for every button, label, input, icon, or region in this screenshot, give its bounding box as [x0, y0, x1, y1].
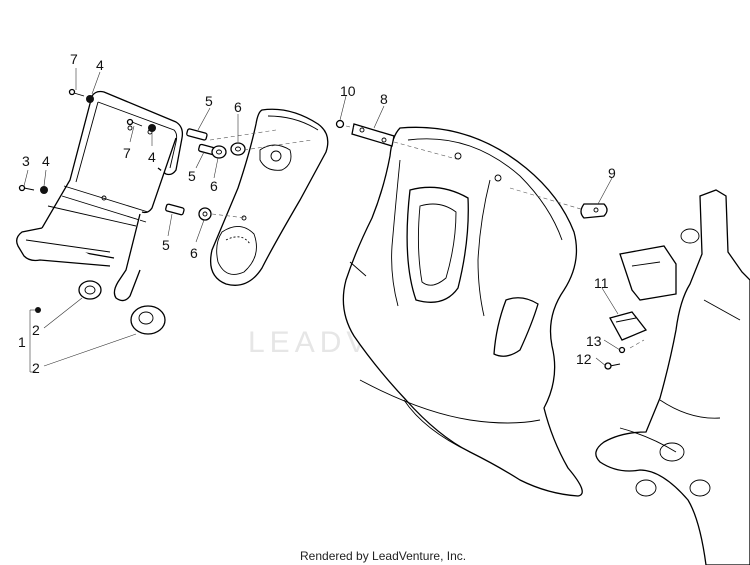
callout-9: 9 — [608, 165, 616, 181]
bracket-11[interactable] — [609, 311, 648, 341]
washer-6-a[interactable] — [230, 142, 246, 156]
callout-11: 11 — [594, 275, 609, 291]
callout-10: 10 — [340, 83, 356, 99]
screw-7-mid[interactable] — [126, 118, 143, 127]
callout-7: 7 — [123, 145, 131, 161]
screw-7-top[interactable] — [68, 88, 85, 97]
bolt-5-c[interactable] — [165, 203, 185, 216]
kit-marker-icon — [35, 307, 41, 313]
callout-4: 4 — [148, 149, 156, 165]
nut-10[interactable] — [335, 119, 345, 129]
assembly-guide-lines — [209, 125, 645, 349]
callout-13: 13 — [586, 333, 602, 349]
screw-3[interactable] — [18, 184, 35, 192]
clip-9[interactable] — [580, 203, 608, 219]
washer-6-b[interactable] — [211, 145, 227, 159]
callout-5: 5 — [188, 168, 196, 184]
callout-6: 6 — [210, 178, 218, 194]
callout-7: 7 — [70, 51, 78, 67]
scooter-frame[interactable] — [595, 189, 750, 565]
callout-4: 4 — [96, 57, 104, 73]
callout-5: 5 — [162, 237, 170, 253]
front-leg-shield[interactable] — [342, 126, 583, 497]
callout-1: 1 — [18, 334, 26, 350]
nut-4-mid[interactable] — [148, 124, 156, 132]
bolt-5-a[interactable] — [186, 128, 208, 141]
callout-6: 6 — [234, 99, 242, 115]
callout-6: 6 — [190, 245, 198, 261]
callout-2: 2 — [32, 360, 40, 376]
nut-4-top[interactable] — [86, 95, 94, 103]
callout-3: 3 — [22, 153, 30, 169]
screw-12[interactable] — [604, 362, 621, 370]
callout-12: 12 — [576, 351, 592, 367]
callout-4: 4 — [42, 153, 50, 169]
leader-lines — [23, 68, 621, 373]
front-rack[interactable] — [16, 90, 184, 302]
nut-4-left[interactable] — [40, 186, 48, 194]
callout-8: 8 — [380, 91, 388, 107]
washer-6-c[interactable] — [198, 207, 212, 221]
rubber-bumper-upper[interactable] — [78, 280, 102, 300]
inner-cover-panel[interactable] — [209, 108, 329, 286]
footer-credit: Rendered by LeadVenture, Inc. — [300, 549, 466, 563]
rubber-bumper-lower[interactable] — [130, 305, 166, 335]
washer-13[interactable] — [618, 346, 626, 354]
bracket-8[interactable] — [351, 123, 395, 147]
callout-2: 2 — [32, 322, 40, 338]
callout-5: 5 — [205, 93, 213, 109]
